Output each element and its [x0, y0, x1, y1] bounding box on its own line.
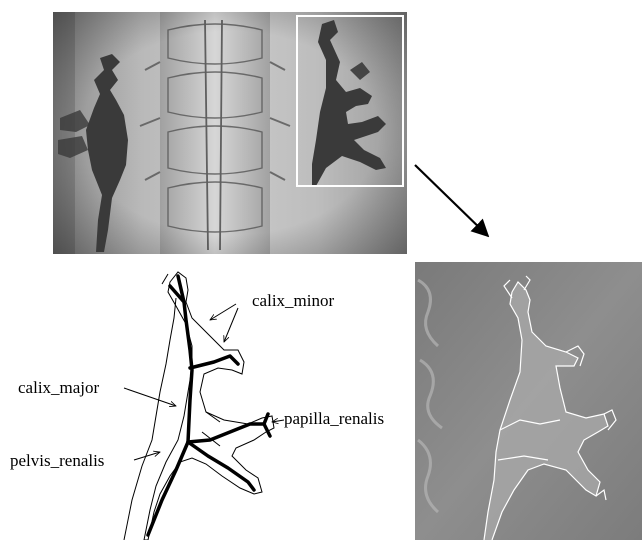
calix-major-arrow — [124, 388, 176, 406]
papilla-renalis-arrow — [272, 420, 284, 422]
schematic-inner-contour — [124, 274, 176, 540]
label-papilla-renalis: papilla_renalis — [284, 409, 384, 428]
label-calix-minor: calix_minor — [252, 291, 334, 310]
schematic-skeleton — [148, 276, 270, 535]
label-pelvis-renalis: pelvis_renalis — [10, 451, 104, 470]
schematic-drawing: calix_minor calix_major papilla_renalis … — [10, 272, 384, 540]
zoom-arrow — [415, 165, 488, 236]
xray-full-panel — [53, 12, 407, 254]
zoomed-xray-panel — [415, 262, 642, 540]
label-calix-major: calix_major — [18, 378, 100, 397]
calix-minor-arrow-2 — [224, 308, 238, 342]
calix-minor-arrow-1 — [210, 304, 236, 320]
